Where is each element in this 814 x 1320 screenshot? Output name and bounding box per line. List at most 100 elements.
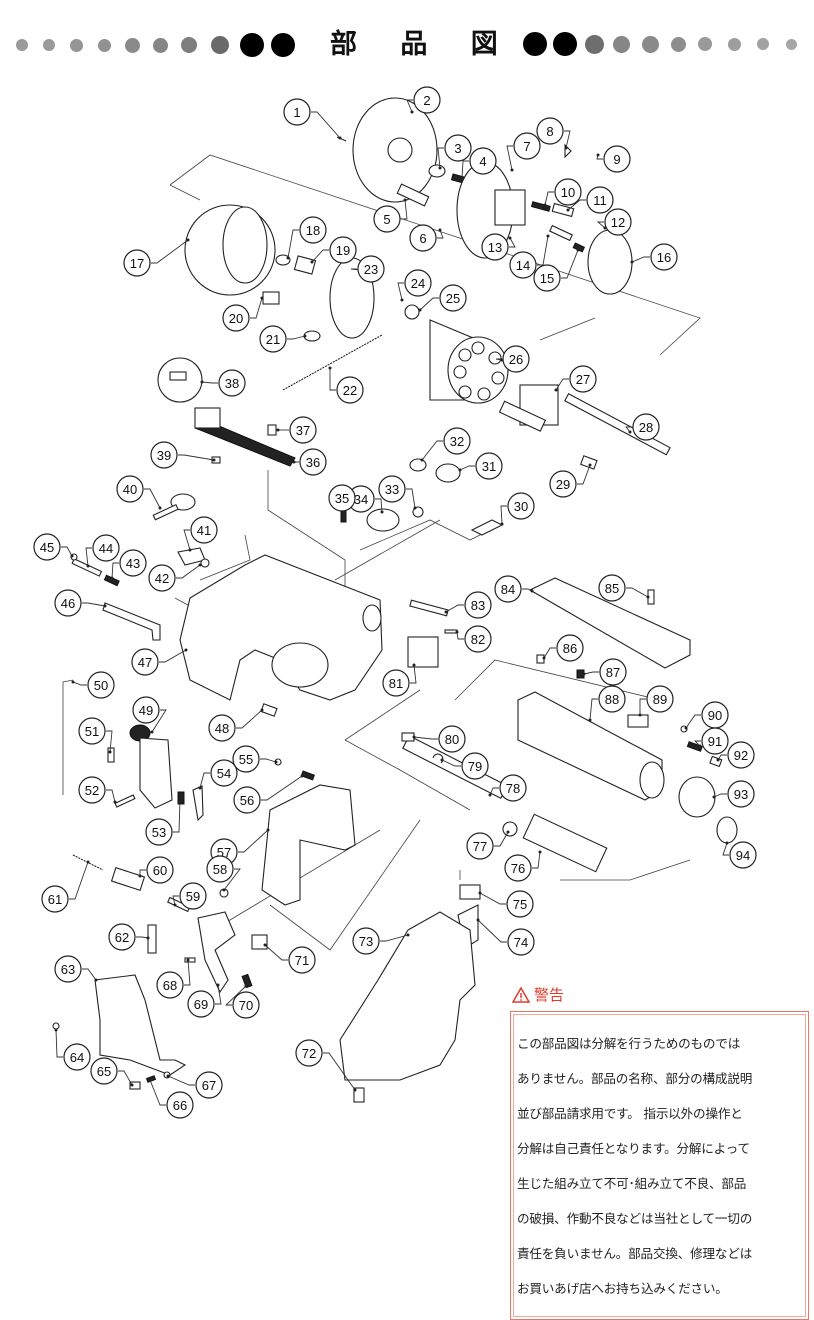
callout-number: 4 <box>479 154 486 169</box>
leader-line-26 <box>495 358 503 361</box>
callout-number: 45 <box>40 540 54 555</box>
callout-circle <box>404 269 432 297</box>
leader-line-63 <box>82 968 97 981</box>
callout-leaders <box>54 99 729 1106</box>
part-callout-7: 7 <box>513 132 541 160</box>
part-92-shape <box>709 755 723 768</box>
callout-circle <box>328 484 356 512</box>
part-callout-5: 5 <box>373 205 401 233</box>
part-48-shape <box>260 703 278 717</box>
leader-line-8 <box>564 130 571 149</box>
warning-title: 警告 <box>534 986 565 1004</box>
part-3-shape <box>428 164 446 178</box>
header-dot <box>271 33 295 57</box>
callout-circle <box>357 255 385 283</box>
leader-arrow-78 <box>488 793 492 797</box>
leader-arrow-24 <box>400 298 404 302</box>
leader-arrow-58 <box>222 888 226 892</box>
warning-line: の破損、作動不良などは当社として一切の <box>517 1210 753 1226</box>
callout-number: 93 <box>734 787 748 802</box>
callout-circle <box>116 475 144 503</box>
callout-circle <box>232 991 260 1019</box>
callout-circle <box>507 928 535 956</box>
leader-arrow-41 <box>188 548 192 552</box>
exploded-parts-diagram: 1234567891011121314151617181920212223242… <box>33 86 757 1119</box>
leader-arrow-72 <box>353 1088 357 1092</box>
leader-arrow-7 <box>510 168 514 172</box>
leader-arrow-79 <box>440 758 444 762</box>
part-callout-8: 8 <box>536 117 564 145</box>
part-59-shape <box>167 896 191 913</box>
leader-arrow-65 <box>130 1083 134 1087</box>
leader-arrow-30 <box>500 522 504 526</box>
part-16-shape <box>587 229 633 295</box>
leader-arrow-70 <box>244 984 248 988</box>
callout-circle <box>146 856 174 884</box>
callout-circle <box>650 243 678 271</box>
callout-number: 83 <box>471 598 485 613</box>
leader-arrow-5 <box>403 198 407 202</box>
callout-number: 70 <box>239 998 253 1013</box>
part-callout-41: 41 <box>190 516 218 544</box>
part-20-shape <box>262 291 280 305</box>
callout-circle <box>299 448 327 476</box>
part-52-shape <box>114 794 136 808</box>
part-callout-56: 56 <box>233 786 261 814</box>
leader-line-13 <box>509 237 516 248</box>
leader-line-79 <box>441 759 461 767</box>
part-30-shape <box>470 519 504 536</box>
leader-arrow-33 <box>413 506 417 510</box>
part-callout-73: 73 <box>352 927 380 955</box>
callout-circle <box>469 147 497 175</box>
warning-triangle-icon <box>512 986 530 1003</box>
part-callout-37: 37 <box>289 416 317 444</box>
part-callout-35: 35 <box>328 484 356 512</box>
leader-arrow-77 <box>506 830 510 834</box>
callout-number: 44 <box>99 541 113 556</box>
part-callout-32: 32 <box>443 427 471 455</box>
header-dot <box>641 35 659 53</box>
warning-title-row: 警告 <box>512 984 810 1005</box>
part-18-shape <box>275 254 291 266</box>
warning-line: 分解は自己責任となります。分解によって <box>517 1140 750 1156</box>
part-31-shape <box>435 463 461 483</box>
leader-arrow-48 <box>260 708 264 712</box>
callout-circle <box>554 178 582 206</box>
part-37-shape <box>267 424 277 436</box>
part-callout-66: 66 <box>166 1091 194 1119</box>
part-callout-72: 72 <box>295 1039 323 1067</box>
leader-line-39 <box>178 454 215 461</box>
part-88-muzzle <box>639 761 665 799</box>
callout-number: 34 <box>354 492 368 507</box>
leader-line-71 <box>264 944 288 961</box>
warning-line: 並び部品請求用です。 指示以外の操作と <box>517 1105 743 1121</box>
callout-number: 43 <box>126 556 140 571</box>
callout-circle <box>549 470 577 498</box>
part-callout-25: 25 <box>439 284 467 312</box>
callout-number: 49 <box>139 703 153 718</box>
leader-arrow-29 <box>588 463 592 467</box>
callout-circle <box>556 634 584 662</box>
part-47-muzzle-hole <box>362 604 382 632</box>
part-50-shape <box>62 679 74 795</box>
part-callout-46: 46 <box>54 589 82 617</box>
callout-circle <box>536 117 564 145</box>
callout-circle <box>145 818 173 846</box>
callout-number: 65 <box>97 1064 111 1079</box>
part-7-block <box>494 189 526 226</box>
leader-line-40 <box>144 488 161 509</box>
callout-circle <box>150 441 178 469</box>
part-callout-22: 22 <box>336 376 364 404</box>
part-callout-63: 63 <box>54 955 82 983</box>
page-header: 部 品 図 <box>0 0 814 80</box>
callout-circle <box>289 416 317 444</box>
part-callout-23: 23 <box>357 255 385 283</box>
leader-line-72 <box>323 1052 356 1091</box>
callout-circle <box>233 786 261 814</box>
leader-arrow-16 <box>630 260 634 264</box>
leader-line-3 <box>437 147 444 169</box>
warning-text: この部品図は分解を行うためのものでは ありません。部品の名称、部分の構成説明 並… <box>517 1017 802 1315</box>
callout-number: 71 <box>295 953 309 968</box>
part-51-shape <box>107 747 115 763</box>
leader-arrow-20 <box>260 296 264 300</box>
